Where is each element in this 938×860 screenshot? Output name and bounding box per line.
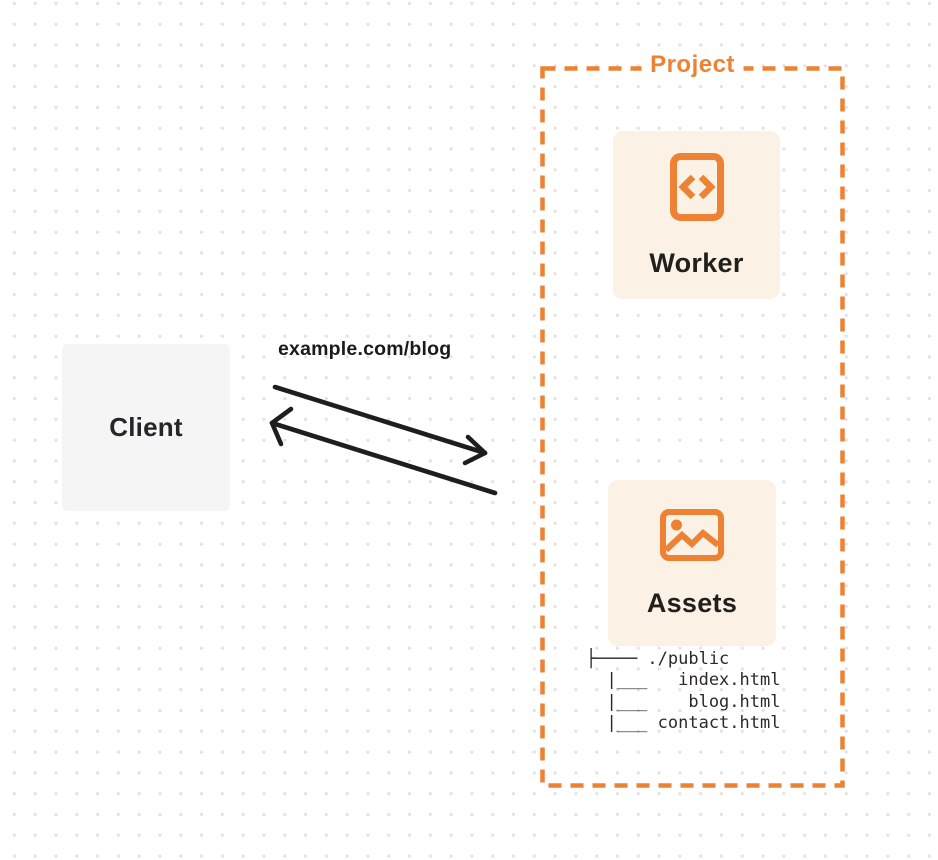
worker-label: Worker: [649, 248, 744, 278]
project-dashed-border: [540, 66, 845, 788]
image-icon: [660, 509, 724, 561]
assets-card: Assets: [608, 480, 776, 646]
arrowhead-right-icon: [462, 434, 488, 466]
client-label: Client: [109, 412, 183, 442]
assets-label: Assets: [646, 588, 738, 618]
file-tree: ├──── ./public |___ index.html |___ blog…: [586, 649, 781, 733]
request-arrow: [272, 384, 488, 466]
client-box: Client: [62, 344, 230, 511]
response-arrow: [269, 406, 498, 496]
worker-card: Worker: [613, 131, 780, 299]
request-url-label: example.com/blog: [278, 338, 452, 360]
code-brackets-document-icon: [669, 153, 724, 221]
project-boundary: Project Worker Assets: [540, 51, 845, 788]
request-response-arrows: [269, 384, 498, 496]
arrowhead-left-icon: [269, 406, 294, 447]
project-title: Project: [641, 51, 744, 79]
